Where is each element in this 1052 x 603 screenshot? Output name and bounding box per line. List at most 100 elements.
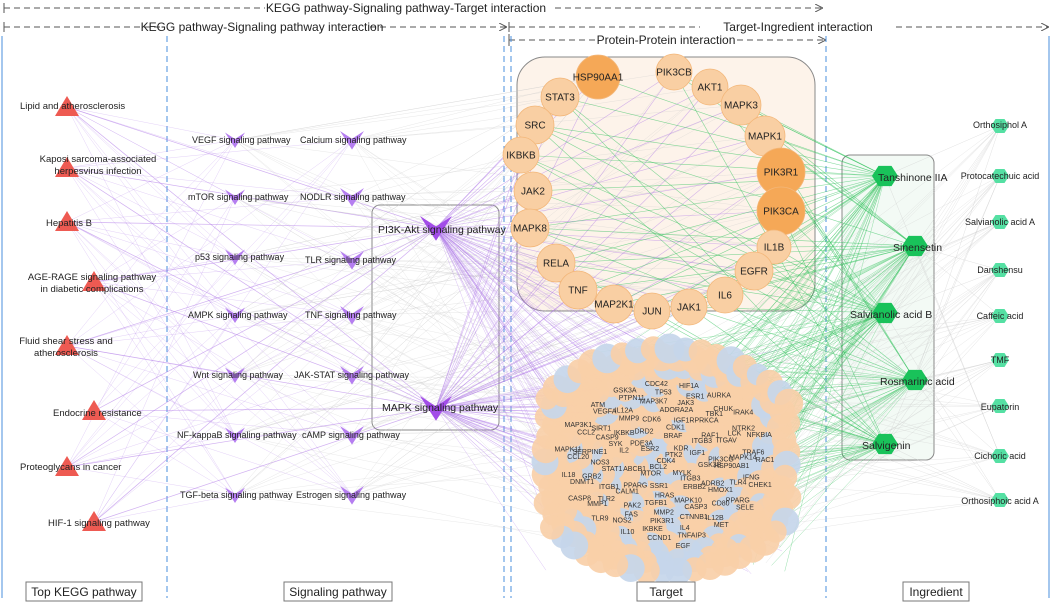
cluster-node-label: TLR2 — [598, 496, 615, 503]
cluster-node-label: NOS3 — [590, 460, 609, 467]
key-pathway-label: MAPK signaling pathway — [382, 402, 499, 414]
cluster-node-label: CDK4 — [657, 458, 676, 465]
signaling-pathway-label: Estrogen signaling pathway — [296, 490, 407, 500]
signaling-v-icon — [225, 249, 245, 265]
hub-target-label: PIK3CA — [763, 207, 799, 218]
cluster-node-label: GSK3A — [613, 388, 637, 395]
cluster-node-label: HMOX1 — [708, 487, 733, 494]
cluster-node-label: HSP90AB1 — [714, 463, 750, 470]
cluster-node-label: MYLK — [672, 470, 691, 477]
cluster-node-label: CASP8 — [568, 496, 591, 503]
hub-ingredient-hexagon-icon — [902, 235, 928, 257]
cluster-node-label: EGF — [676, 543, 690, 550]
cluster-node-label: PIK3R1 — [650, 518, 674, 525]
kegg-triangle-icon — [82, 400, 106, 420]
cluster-node-label: PRKCA — [694, 417, 718, 424]
cluster-node-label: STAT1 — [602, 466, 623, 473]
cluster-node-label: CHEK1 — [748, 482, 771, 489]
cluster-node-label: ITGB3 — [692, 438, 712, 445]
cluster-node-label: JAK3 — [677, 400, 694, 407]
signaling-pathway-label: cAMP signaling pathway — [302, 430, 400, 440]
signaling-v-icon — [340, 426, 364, 445]
cluster-node-label: MTOR — [641, 471, 661, 478]
cluster-node-label: MMP2 — [654, 510, 674, 517]
cluster-node-label: BCL2 — [650, 464, 668, 471]
ingredient-label: Orthosiphol A — [973, 120, 1027, 130]
cluster-node-label: CCND1 — [647, 535, 671, 542]
signaling-v-icon — [225, 132, 245, 148]
hub-target-label: EGFR — [740, 267, 768, 278]
cluster-node-label: NOS2 — [612, 517, 631, 524]
signaling-pathway-label: NF-kappaB signaling pathway — [177, 430, 297, 440]
cluster-node-label: ESR1 — [686, 393, 704, 400]
cluster-node-label: BRAF — [664, 433, 683, 440]
cluster-node-label: PDE3A — [630, 441, 653, 448]
ingredient-label: TMF — [991, 355, 1010, 365]
signaling-pathway-label: AMPK signaling pathway — [188, 310, 288, 320]
hub-target-label: RELA — [543, 259, 569, 270]
cluster-node-label: KDR — [674, 446, 689, 453]
signaling-v-icon — [340, 306, 364, 325]
key-pathway-v-icon — [420, 216, 452, 241]
kegg-triangle-icon — [55, 335, 79, 355]
cluster-node-label: ESR2 — [641, 446, 659, 453]
hub-ingredient-hexagon-icon — [872, 433, 898, 455]
key-pathway-box — [371, 204, 500, 431]
cluster-node-label: SELE — [736, 505, 754, 512]
kegg-pathway-node: HIF-1 signaling pathway — [48, 518, 150, 529]
kegg-pathway-label: HIF-1 signaling pathway — [48, 518, 150, 529]
cluster-node-label: CTNNB1 — [680, 514, 708, 521]
hub-target-label: PIK3CB — [656, 68, 692, 79]
cluster-node-label: MMP1 — [587, 501, 607, 508]
hub-target-label: JUN — [642, 307, 661, 318]
hub-target-label: MAPK3 — [724, 101, 758, 112]
cluster-node-label: PIK3CG — [708, 456, 734, 463]
ingredient-label: Eupatorin — [981, 402, 1020, 412]
cluster-node — [774, 388, 804, 418]
ingredient-hexagon-icon — [991, 263, 1009, 277]
kegg-triangle-icon — [82, 511, 106, 531]
signaling-v-icon — [225, 487, 245, 503]
header-top: KEGG pathway-Signaling pathway-Target in… — [266, 1, 546, 15]
cluster-node-label: CD80 — [712, 500, 730, 507]
header-brackets — [3, 3, 1048, 46]
hub-target-label: MAPK1 — [748, 132, 782, 143]
cluster-node-label: IL4 — [680, 525, 690, 532]
hub-target-circle-icon — [670, 288, 708, 326]
cluster-node-label: PPARG — [726, 498, 750, 505]
cluster-node-label: CASP3 — [684, 504, 707, 511]
column-label-target: Target — [649, 585, 683, 599]
hub-target-label: MAP2K1 — [594, 300, 634, 311]
hub-target-circle-icon — [510, 208, 550, 248]
kegg-pathway-node: Proteoglycans in cancer — [20, 462, 121, 473]
signaling-v-icon — [225, 427, 245, 443]
cluster-node-label: GRB2 — [582, 474, 601, 481]
hub-target-circle-icon — [706, 276, 744, 314]
cluster-node — [533, 490, 559, 516]
hub-target-circle-icon — [594, 284, 634, 324]
ingredient-hexagon-icon — [991, 399, 1009, 413]
cluster-node-label: MAPK14 — [729, 455, 757, 462]
cluster-node-label: IGF1 — [690, 450, 706, 457]
cluster-node-label: HRAS — [655, 492, 675, 499]
signaling-v-icon — [225, 367, 245, 383]
hub-target-circle-icon — [536, 243, 576, 283]
cluster-node-label: CASP9 — [596, 435, 619, 442]
signaling-pathway-label: Wnt signaling pathway — [193, 370, 284, 380]
cluster-node-label: ITGAV — [716, 438, 737, 445]
cluster-node-label: IRAK4 — [733, 410, 753, 417]
signaling-pathway-label: Calcium signaling pathway — [300, 135, 407, 145]
cluster-node — [540, 515, 565, 540]
cluster-node-label: TGFB1 — [645, 500, 668, 507]
hub-target-circle-icon — [558, 270, 598, 310]
ingredient-hexagon-icon — [991, 353, 1009, 367]
cluster-node-label: IFNG — [743, 475, 760, 482]
ingredient-hexagon-icon — [991, 309, 1009, 323]
cluster-node-label: ADORA2A — [660, 407, 694, 414]
cluster-node-label: TP53 — [655, 389, 672, 396]
cluster-node-label: PTK2 — [665, 452, 683, 459]
cluster-node-label: IL2 — [619, 448, 629, 455]
cluster-node-label: TRAF6 — [742, 450, 764, 457]
